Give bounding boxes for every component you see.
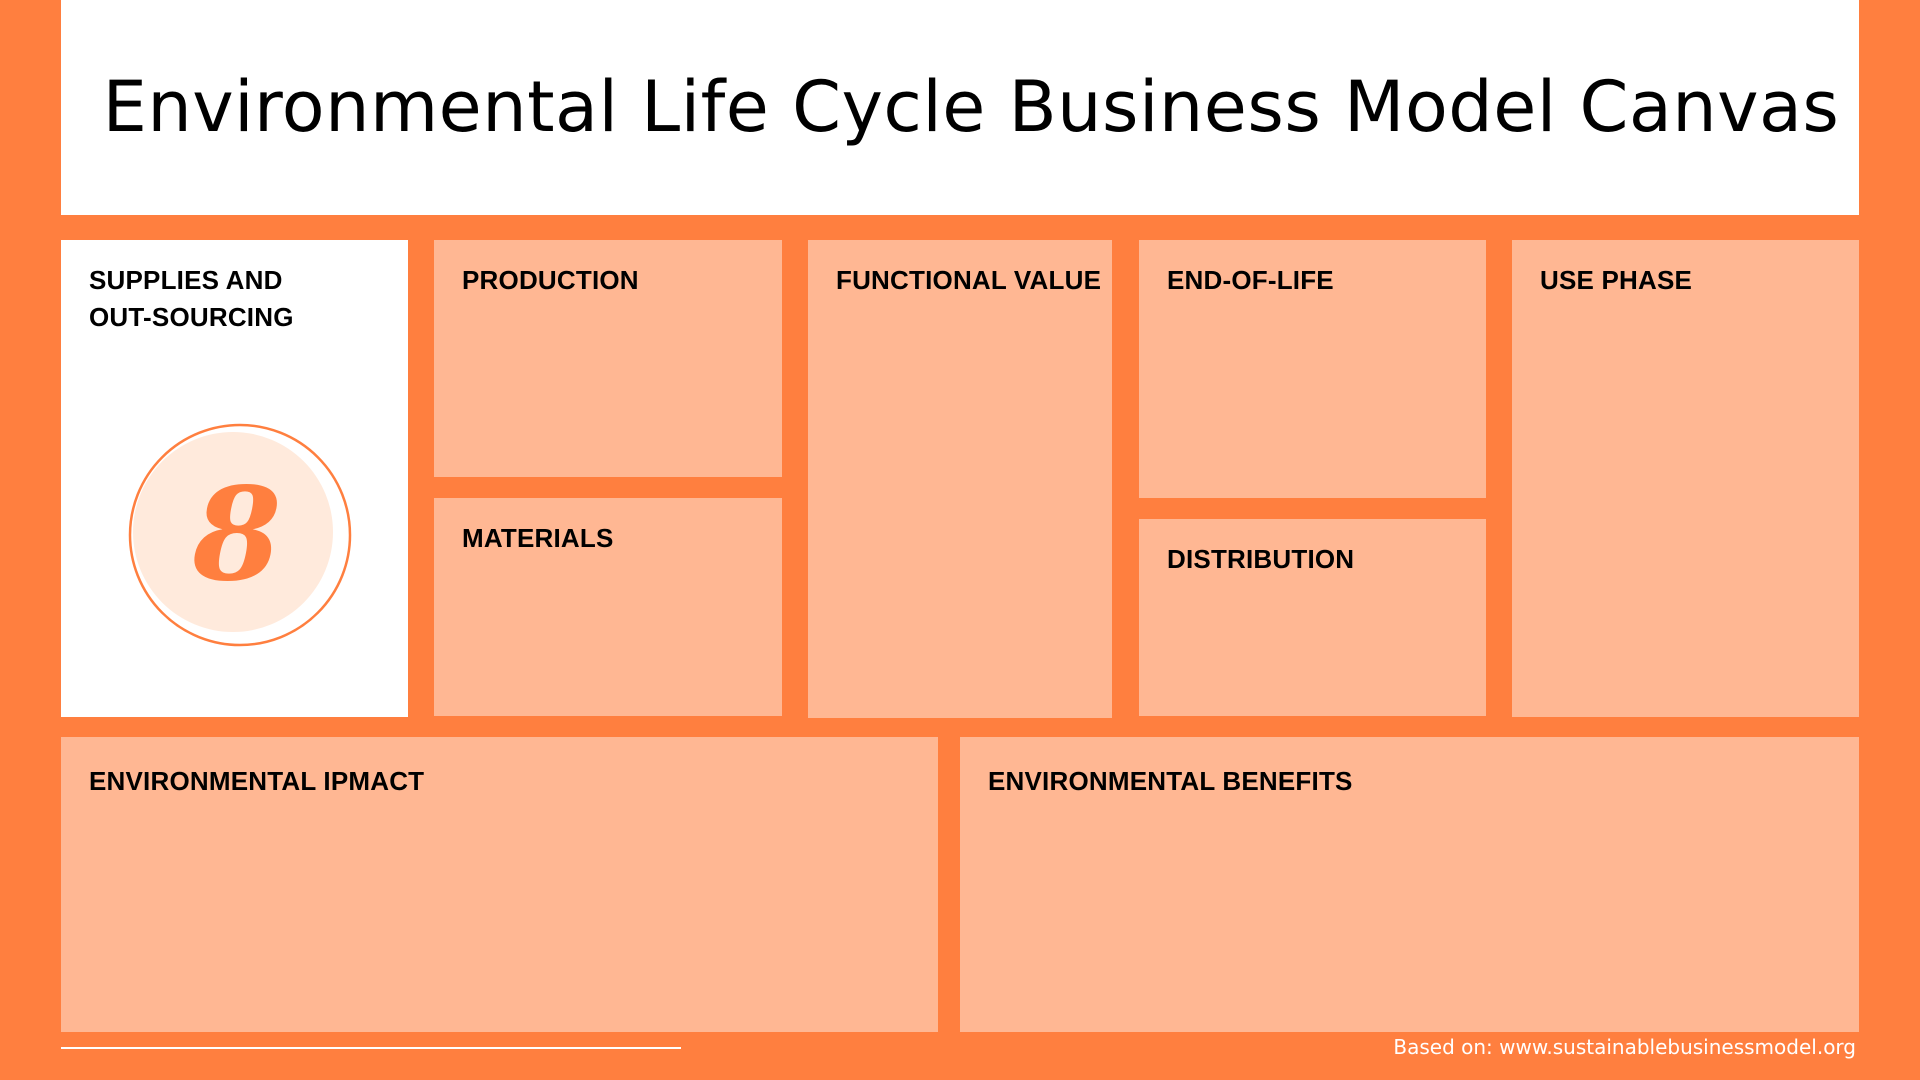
block-distribution[interactable]: DISTRIBUTION <box>1139 519 1486 716</box>
block-label-distribution: DISTRIBUTION <box>1167 544 1355 574</box>
block-supplies-and-out-sourcing[interactable]: SUPPLIES AND OUT-SOURCING 8 <box>61 240 408 717</box>
block-functional-value[interactable]: FUNCTIONAL VALUE <box>808 240 1112 718</box>
number-badge: 8 <box>117 422 352 648</box>
block-label-supplies: SUPPLIES AND OUT-SOURCING <box>89 262 294 336</box>
block-label-environmental-impact: ENVIRONMENTAL IPMACT <box>89 766 425 796</box>
block-label-environmental-benefits: ENVIRONMENTAL BENEFITS <box>988 766 1353 796</box>
page-title: Environmental Life Cycle Business Model … <box>102 66 1840 148</box>
block-use-phase[interactable]: USE PHASE <box>1512 240 1859 717</box>
block-label-supplies-line1: SUPPLIES AND <box>89 265 283 295</box>
block-label-materials: MATERIALS <box>462 523 614 553</box>
badge-number: 8 <box>192 460 282 610</box>
block-label-production: PRODUCTION <box>462 265 639 295</box>
block-materials[interactable]: MATERIALS <box>434 498 782 716</box>
block-production[interactable]: PRODUCTION <box>434 240 782 477</box>
footer-divider <box>61 1047 681 1049</box>
block-end-of-life[interactable]: END-OF-LIFE <box>1139 240 1486 498</box>
block-label-supplies-line2: OUT-SOURCING <box>89 302 294 332</box>
block-label-end-of-life: END-OF-LIFE <box>1167 265 1334 295</box>
badge-circle-icon <box>128 423 352 647</box>
block-label-functional-value: FUNCTIONAL VALUE <box>836 265 1102 295</box>
block-label-use-phase: USE PHASE <box>1540 265 1693 295</box>
block-environmental-benefits[interactable]: ENVIRONMENTAL BENEFITS <box>960 737 1859 1032</box>
block-environmental-impact[interactable]: ENVIRONMENTAL IPMACT <box>61 737 938 1032</box>
footer-source-credit: Based on: www.sustainablebusinessmodel.o… <box>1393 1035 1856 1059</box>
title-panel: Environmental Life Cycle Business Model … <box>61 0 1859 215</box>
